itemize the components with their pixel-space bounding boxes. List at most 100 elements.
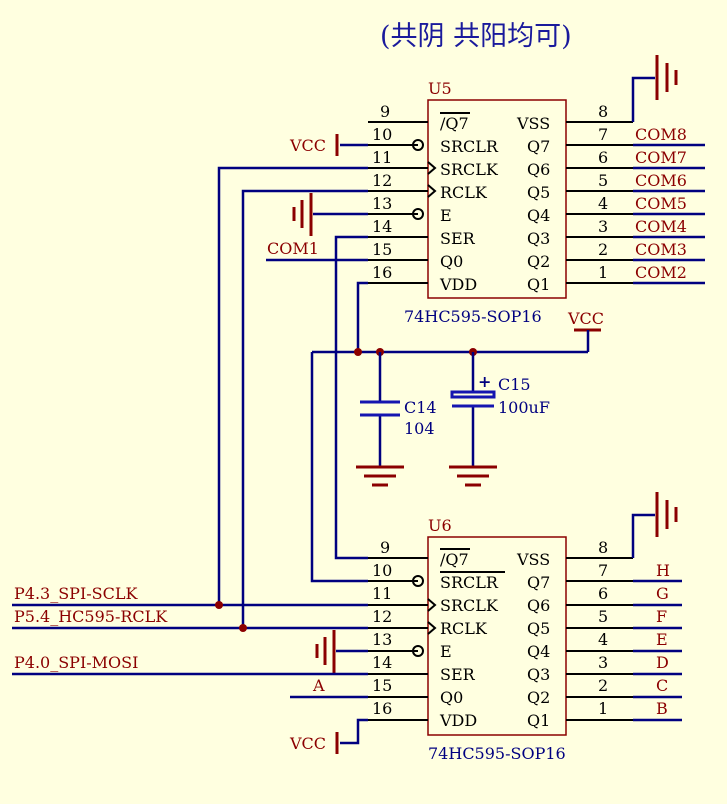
u6-pin-q1-name: Q1	[527, 711, 550, 730]
u6-pin-vdd-name: VDD	[439, 711, 477, 730]
u6-pin-2-number: 2	[598, 676, 608, 695]
u6-pin-8-number: 8	[598, 538, 608, 557]
net-label-b: B	[656, 699, 668, 718]
u5-pin-1-number: 1	[598, 263, 608, 282]
net-label-com5: COM5	[635, 194, 687, 213]
net-label-f: F	[656, 607, 667, 626]
net-label-com4: COM4	[635, 217, 687, 236]
net-label-com6: COM6	[635, 171, 687, 190]
ic-u5: U5 74HC595-SOP16 9 10 11 12 13 14 15 16 …	[266, 55, 705, 328]
u5-pin-vss-name: VSS	[516, 114, 550, 133]
net-label-com3: COM3	[635, 240, 687, 259]
u6-pin-vss-name: VSS	[516, 550, 550, 569]
u6-pin-9-number: 9	[380, 538, 390, 557]
net-label-a: A	[312, 676, 325, 695]
u5-pin-14-number: 14	[372, 217, 392, 236]
net-label-spi-mosi: P4.0_SPI-MOSI	[14, 653, 138, 672]
ic-u6: U6 74HC595-SOP16 9 10 11 12 13 14 15 16 …	[289, 492, 682, 763]
u5-pin-ser-name: SER	[440, 229, 476, 248]
c15-plate-positive	[450, 390, 496, 399]
net-label-c: C	[656, 676, 668, 695]
net-label-spi-sclk: P4.3_SPI-SCLK	[14, 584, 138, 603]
u6-pin-ser-name: SER	[440, 665, 476, 684]
u6-pin-q7-name: Q7	[527, 573, 550, 592]
u5-vcc-label: VCC	[289, 136, 326, 155]
u6-pin-q3-name: Q3	[527, 665, 550, 684]
u5-pin-srclk-name: SRCLK	[440, 160, 499, 179]
net-label-hc595-rclk: P5.4_HC595-RCLK	[14, 607, 168, 626]
u6-pin-7-number: 7	[598, 561, 608, 580]
u5-body	[427, 99, 567, 299]
u5-pin-q1-name: Q1	[527, 275, 550, 294]
u5-ref: U5	[428, 79, 452, 98]
u5-pin-16-number: 16	[372, 263, 392, 282]
c15-value: 100uF	[498, 398, 550, 417]
u6-pin-srclk-name: SRCLK	[440, 596, 499, 615]
u5-pin-rclk-name: RCLK	[440, 183, 488, 202]
u6-pin-15-number: 15	[372, 676, 392, 695]
u6-pin-q4-name: Q4	[527, 642, 550, 661]
u5-pin-3-number: 3	[598, 217, 608, 236]
u5-pin-e-name: E	[440, 206, 452, 225]
c14-ref: C14	[404, 398, 437, 417]
u5-ground-symbol	[655, 55, 678, 100]
u6-ground-symbol	[655, 492, 678, 537]
u5-pin-4-number: 4	[598, 194, 608, 213]
u6-pin-q0-name: Q0	[440, 688, 463, 707]
u5-pin-8-number: 8	[598, 102, 608, 121]
u6-pin-13-number: 13	[372, 630, 392, 649]
u6-pin-5-number: 5	[598, 607, 608, 626]
u5-pin-13-number: 13	[372, 194, 392, 213]
input-signals: P4.3_SPI-SCLK P5.4_HC595-RCLK P4.0_SPI-M…	[12, 584, 368, 676]
schematic-title: (共阴 共阳均可)	[380, 21, 572, 52]
u6-srclr-inversion-bubble	[412, 575, 424, 587]
u5-pin-10-number: 10	[372, 125, 392, 144]
net-label-h: H	[656, 561, 670, 580]
u6-pin-6-number: 6	[598, 584, 608, 603]
u5-pin-q5-name: Q5	[527, 183, 550, 202]
u6-pin-1-number: 1	[598, 699, 608, 718]
u5-pin-q7n-name: /Q7	[440, 114, 469, 133]
net-label-g: G	[656, 584, 669, 603]
c14-value: 104	[404, 419, 435, 438]
net-label-com2: COM2	[635, 263, 687, 282]
u5-pin-q2-name: Q2	[527, 252, 550, 271]
bus-wires	[217, 166, 368, 628]
u6-vcc-label: VCC	[289, 734, 326, 753]
net-label-com1: COM1	[267, 239, 319, 258]
u6-pin-q5-name: Q5	[527, 619, 550, 638]
u5-pin-7-number: 7	[598, 125, 608, 144]
supply-vcc-label: VCC	[567, 309, 604, 328]
junction-dot	[354, 348, 362, 356]
u5-pin-q0-name: Q0	[440, 252, 463, 271]
u6-e-ground-symbol	[315, 630, 336, 673]
u6-pin-16-number: 16	[372, 699, 392, 718]
u6-pin-10-number: 10	[372, 561, 392, 580]
u5-part: 74HC595-SOP16	[404, 307, 542, 326]
u5-pin-6-number: 6	[598, 148, 608, 167]
u5-pin-q3-name: Q3	[527, 229, 550, 248]
u6-pin-q7n-name: /Q7	[440, 550, 469, 569]
u6-pin-14-number: 14	[372, 653, 392, 672]
u5-pin-q7-name: Q7	[527, 137, 550, 156]
junction-dot	[239, 624, 247, 632]
u5-e-inversion-bubble	[412, 208, 424, 220]
u6-pin-e-name: E	[440, 642, 452, 661]
u6-ref: U6	[428, 516, 452, 535]
u6-pin-q6-name: Q6	[527, 596, 550, 615]
u5-pin-15-number: 15	[372, 240, 392, 259]
net-label-com7: COM7	[635, 148, 687, 167]
u5-srclr-inversion-bubble	[412, 139, 424, 151]
u5-pin-5-number: 5	[598, 171, 608, 190]
u5-pin-q6-name: Q6	[527, 160, 550, 179]
u6-pin-srclr-name: SRCLR	[440, 573, 499, 592]
net-label-com8: COM8	[635, 125, 687, 144]
u6-pin-q2-name: Q2	[527, 688, 550, 707]
c15-polarity-mark: +	[478, 372, 491, 391]
u5-pin-srclr-name: SRCLR	[440, 137, 499, 156]
supply-network: C14 104 + C15 100uF	[312, 281, 601, 487]
u5-e-ground-symbol	[292, 193, 313, 236]
u5-pin-9-number: 9	[380, 102, 390, 121]
u6-pin-3-number: 3	[598, 653, 608, 672]
